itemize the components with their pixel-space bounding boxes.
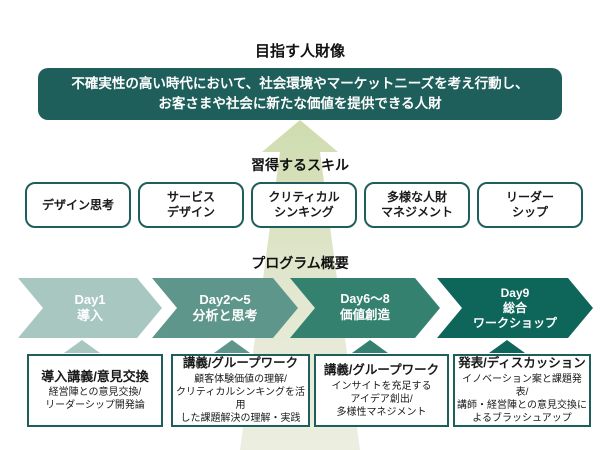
detail-body: インサイトを充足する アイデア創出/ 多様性マネジメント [331, 380, 432, 418]
stage-detail-box-day9: 発表/ディスカッション イノベーション案と課題発表/ 講師・経営陣との意見交換に… [453, 354, 591, 427]
stage-detail-box-day1: 導入講義/意見交換 経営陣との意見交換/ リーダーシップ開発論 [27, 354, 163, 427]
detail-body: 経営陣との意見交換/ リーダーシップ開発論 [45, 387, 145, 412]
vision-banner: 不確実性の高い時代において、社会環境やマーケットニーズを考え行動し、 お客さまや… [38, 68, 562, 120]
skill-box-critical-thinking: クリティカル シンキング [251, 182, 357, 228]
detail-body: 顧客体験価値の理解/ クリティカルシンキングを活用 した課題解決の理解・実践 [175, 374, 306, 424]
stage-pointer-icon [489, 340, 525, 353]
stage-detail-box-day2-5: 講義/グループワーク 顧客体験価値の理解/ クリティカルシンキングを活用 した課… [171, 354, 310, 427]
stage-chevron-day6-8: Day6〜8 価値創造 [290, 278, 440, 338]
detail-title: 発表/ディスカッション [458, 356, 586, 370]
detail-title: 講義/グループワーク [182, 356, 299, 370]
stage-pointer-icon [352, 340, 388, 353]
stage-chevron-day1: Day1 導入 [18, 278, 162, 338]
stage-pointer-icon [64, 340, 100, 353]
skill-box-diversity-management: 多様な人財 マネジメント [364, 182, 470, 228]
skill-box-design-thinking: デザイン思考 [25, 182, 131, 228]
detail-body: イノベーション案と課題発表/ 講師・経営陣との意見交換に よるブラッシュアップ [457, 374, 587, 424]
detail-title: 講義/グループワーク [323, 362, 440, 377]
stage-detail-box-day6-8: 講義/グループワーク インサイトを充足する アイデア創出/ 多様性マネジメント [314, 354, 449, 427]
skill-box-service-design: サービス デザイン [138, 182, 244, 228]
stage-chevron-day2-5: Day2〜5 分析と思考 [152, 278, 298, 338]
vision-heading: 目指す人財像 [254, 43, 345, 60]
skill-box-leadership: リーダー シップ [477, 182, 583, 228]
detail-title: 導入講義/意見交換 [41, 368, 149, 384]
stage-chevron-day9: Day9 総合 ワークショップ [437, 278, 593, 338]
skills-heading: 習得するスキル [251, 157, 349, 173]
program-heading: プログラム概要 [251, 255, 349, 271]
stage-pointer-icon [214, 340, 250, 353]
